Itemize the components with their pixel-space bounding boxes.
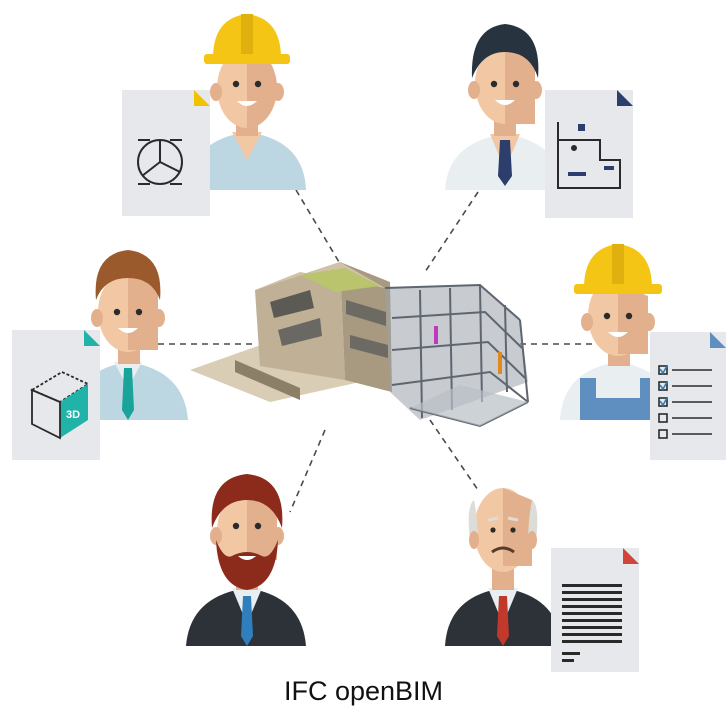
connector-line [295,189,346,273]
hair [95,250,161,300]
senior-owner-bottom-right [445,488,639,672]
connector-line [429,419,479,491]
hair [211,474,283,528]
mustache [491,546,515,554]
text-document-icon [562,584,622,662]
floor-plan-document-icon [557,122,621,189]
architect-top-right [445,24,633,218]
connector-line [289,429,326,513]
central-building-model [190,262,529,428]
connector-line [424,191,479,273]
engineer-helmet-top-left [122,14,306,216]
beard [216,540,278,590]
pie-chart-document-icon [137,139,183,185]
contractor-helmet-right [560,244,726,460]
bearded-client-bottom-left [186,474,306,646]
hair [471,24,539,78]
designer-left: 3D [12,250,188,460]
connector-lines [158,189,600,513]
diagram-caption: IFC openBIM [283,676,444,706]
checklist-document-icon [658,365,712,439]
3d-cube-document-icon: 3D [30,370,90,440]
3d-label: 3D [66,409,80,421]
